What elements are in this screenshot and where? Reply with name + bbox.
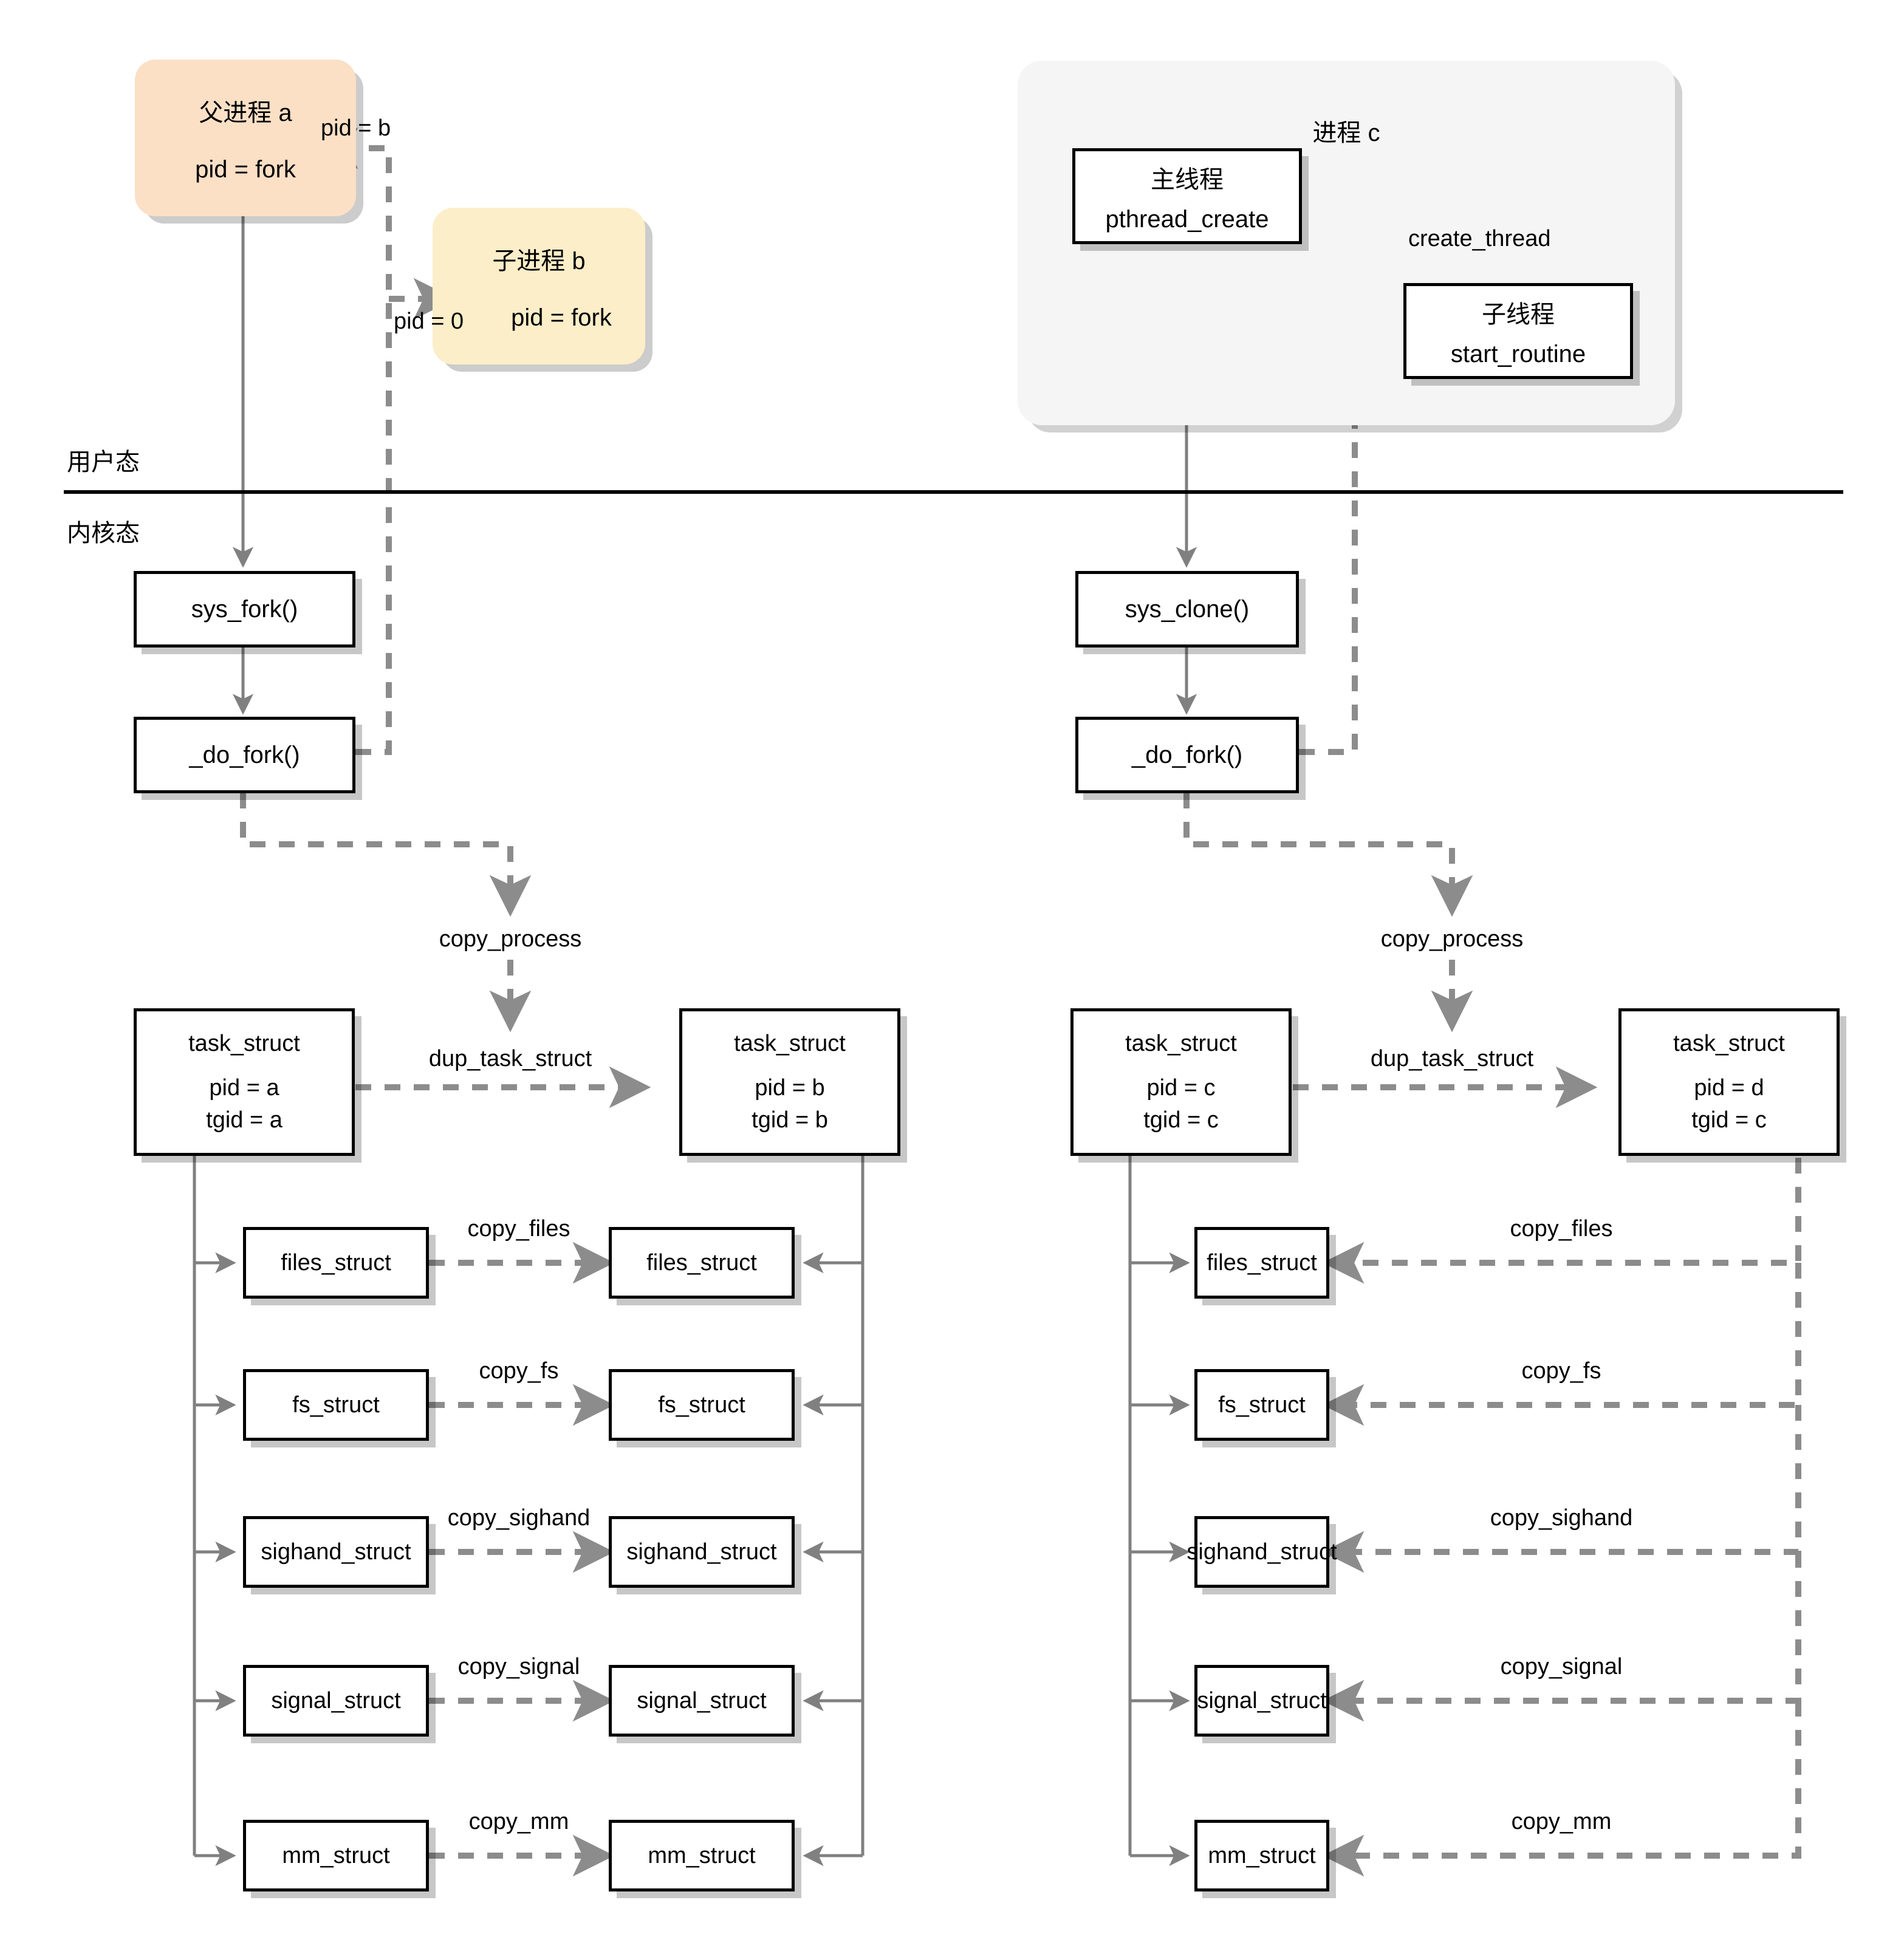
child-thread-box: 子线程 start_routine xyxy=(1403,283,1633,379)
arrow-dofork-to-copyprocess xyxy=(240,793,532,917)
process-c-title: 进程 c xyxy=(1312,120,1380,146)
label-copy-fs-left: copy_fs xyxy=(479,1358,559,1384)
sys-fork-box: sys_fork() xyxy=(134,571,355,647)
task-a-pid: pid = a xyxy=(209,1075,279,1101)
left-src-files-struct: files_struct xyxy=(243,1227,429,1299)
task-c-pid: pid = c xyxy=(1146,1075,1216,1101)
child-process-body: pid = fork xyxy=(511,304,612,331)
do-fork-box-right: _do_fork() xyxy=(1075,717,1299,793)
child-process-b-box: 子进程 b pid = fork xyxy=(433,208,645,364)
label-pid-0: pid = 0 xyxy=(394,309,464,334)
task-b-pid: pid = b xyxy=(755,1075,825,1101)
main-thread-box: 主线程 pthread_create xyxy=(1072,148,1302,244)
task-d-pid: pid = d xyxy=(1694,1075,1764,1101)
right-mm-struct: mm_struct xyxy=(1194,1820,1329,1891)
label-copy-sighand-left: copy_sighand xyxy=(447,1505,591,1531)
right-signal-struct: signal_struct xyxy=(1194,1665,1329,1737)
arrow-copy-files-right xyxy=(1322,1158,1801,1284)
label-user-mode: 用户态 xyxy=(67,449,140,476)
label-create-thread: create_thread xyxy=(1408,226,1551,251)
label-copy-signal-left: copy_signal xyxy=(457,1654,580,1679)
parent-process-title: 父进程 a xyxy=(199,99,292,126)
label-copy-fs-right: copy_fs xyxy=(1521,1358,1601,1384)
label-kernel-mode: 内核态 xyxy=(67,520,140,547)
arrow-return-pid-b xyxy=(316,127,392,755)
task-b-title: task_struct xyxy=(734,1031,846,1056)
label-copy-files-right: copy_files xyxy=(1510,1216,1613,1242)
label-pid-b: pid = b xyxy=(321,115,391,141)
child-process-title: 子进程 b xyxy=(492,247,586,275)
label-copy-mm-left: copy_mm xyxy=(468,1809,569,1834)
arrow-dofork-to-copyprocess-right xyxy=(1183,793,1473,917)
label-copy-signal-right: copy_signal xyxy=(1500,1654,1623,1679)
left-dst-mm-struct: mm_struct xyxy=(609,1820,795,1891)
task-d-title: task_struct xyxy=(1673,1031,1785,1056)
label-copy-process-left: copy_process xyxy=(439,926,582,952)
left-dst-signal-struct: signal_struct xyxy=(609,1665,795,1737)
label-dup-task-struct-right: dup_task_struct xyxy=(1370,1046,1534,1071)
left-src-fs-struct: fs_struct xyxy=(243,1369,429,1441)
task-a-tgid: tgid = a xyxy=(206,1107,283,1133)
label-copy-files-left: copy_files xyxy=(467,1216,570,1242)
parent-process-body: pid = fork xyxy=(195,155,296,183)
label-dup-task-struct-left: dup_task_struct xyxy=(428,1046,592,1071)
task-c-tgid: tgid = c xyxy=(1143,1107,1219,1133)
task-struct-a-box: task_struct pid = a tgid = a xyxy=(134,1008,355,1156)
task-d-tgid: tgid = c xyxy=(1691,1107,1767,1133)
task-struct-b-box: task_struct pid = b tgid = b xyxy=(679,1008,900,1156)
left-dst-files-struct: files_struct xyxy=(609,1227,795,1299)
label-copy-mm-right: copy_mm xyxy=(1511,1809,1612,1834)
solid-connectors xyxy=(193,141,1197,1867)
main-thread-title: 主线程 xyxy=(1151,166,1224,193)
do-fork-box-left: _do_fork() xyxy=(134,717,355,793)
task-c-title: task_struct xyxy=(1125,1031,1237,1056)
left-dst-sighand-struct: sighand_struct xyxy=(609,1516,795,1588)
task-a-title: task_struct xyxy=(188,1031,300,1056)
task-struct-d-box: task_struct pid = d tgid = c xyxy=(1618,1008,1840,1156)
arrow-copy-mm-right xyxy=(1322,1701,1801,1877)
parent-process-a-box: 父进程 a pid = fork xyxy=(135,60,356,216)
label-copy-sighand-right: copy_sighand xyxy=(1490,1505,1633,1531)
left-src-signal-struct: signal_struct xyxy=(243,1665,429,1737)
right-fs-struct: fs_struct xyxy=(1194,1369,1329,1441)
label-copy-process-right: copy_process xyxy=(1380,926,1524,952)
task-b-tgid: tgid = b xyxy=(752,1107,828,1133)
right-sighand-struct: sighand_struct xyxy=(1187,1516,1337,1588)
sys-clone-box: sys_clone() xyxy=(1075,571,1299,647)
task-struct-c-box: task_struct pid = c tgid = c xyxy=(1070,1008,1292,1156)
left-dst-fs-struct: fs_struct xyxy=(609,1369,795,1441)
left-src-mm-struct: mm_struct xyxy=(243,1820,429,1891)
child-thread-title: 子线程 xyxy=(1482,301,1555,328)
left-src-sighand-struct: sighand_struct xyxy=(243,1516,429,1588)
main-thread-body: pthread_create xyxy=(1105,205,1269,233)
right-files-struct: files_struct xyxy=(1194,1227,1329,1299)
child-thread-body: start_routine xyxy=(1450,340,1586,367)
